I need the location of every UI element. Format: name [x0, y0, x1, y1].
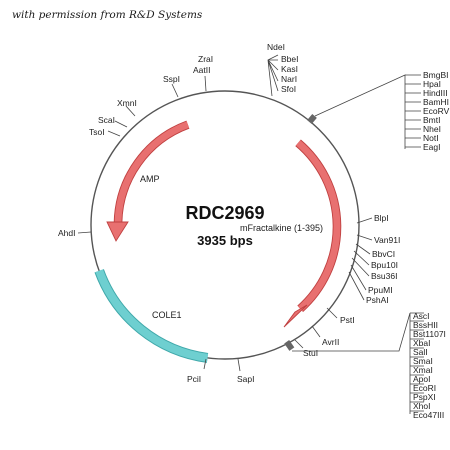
scai-tick [114, 120, 128, 128]
insert-arrowhead [283, 304, 308, 328]
plasmid-size: 3935 bps [197, 233, 253, 248]
site-label-asci: AscI [413, 311, 430, 321]
site-label-bbei: BbeI [281, 54, 299, 64]
xmni-tick [125, 105, 136, 117]
site-label-hindiii: HindIII [423, 88, 448, 98]
site-label-sfoi: SfoI [281, 84, 296, 94]
cole1-label: COLE1 [152, 310, 182, 320]
site-label-eagi: EagI [423, 142, 441, 152]
stui-tick [294, 339, 304, 349]
site-label-psti: PstI [340, 315, 355, 325]
site-label-bmti: BmtI [423, 115, 440, 125]
site-label-bpu10i: Bpu10I [371, 260, 398, 270]
site-label-ahdi: AhdI [58, 228, 76, 238]
mcs1-marker [307, 114, 317, 124]
site-label-scai: ScaI [98, 115, 115, 125]
site-label-xmai: XmaI [413, 365, 433, 375]
insert-feature-arrow-fill [295, 140, 341, 312]
plasmid-backbone [90, 90, 360, 360]
mcs2-marker [284, 340, 295, 351]
site-label-tsoi: TsoI [89, 127, 105, 137]
site-label-pshai: PshAI [366, 295, 389, 305]
site-label-ndei: NdeI [267, 42, 285, 52]
site-label-van91i: Van91I [374, 235, 400, 245]
site-label-bsu36i: Bsu36I [371, 271, 397, 281]
site-label-xbai: XbaI [413, 338, 431, 348]
site-label-bsshii: BssHII [413, 320, 438, 330]
site-label-ppumi: PpuMI [368, 285, 393, 295]
permission-credit: with permission from R&D Systems [12, 9, 203, 21]
insert-label: mFractalkine (1-395) [240, 223, 323, 233]
site-label-pcii: PciI [187, 374, 201, 384]
right-sites-leader [348, 217, 373, 301]
mcs1-leader [314, 74, 421, 149]
pcii-tick [203, 358, 207, 370]
site-label-eco47iii: Eco47III [413, 410, 444, 420]
sspi-tick [171, 83, 179, 98]
site-label-noti: NotI [423, 133, 439, 143]
site-label-xhoi: XhoI [413, 401, 431, 411]
site-label-bst1107i: Bst1107I [413, 329, 446, 339]
psti-tick [326, 307, 338, 319]
plasmid-name: RDC2969 [185, 203, 264, 223]
site-label-bbvci: BbvCI [372, 249, 395, 259]
site-label-blpi: BlpI [374, 213, 389, 223]
site-label-aatii: AatII [193, 65, 210, 75]
site-label-ecori: EcoRI [413, 383, 436, 393]
site-label-nhei: NheI [423, 124, 441, 134]
site-label-sali: SalI [413, 347, 428, 357]
site-label-apoi: ApoI [413, 374, 431, 384]
avrii-tick [311, 325, 321, 338]
site-label-ecorv: EcoRV [423, 106, 450, 116]
site-label-bamhi: BamHI [423, 97, 449, 107]
amp-feature-arrow-fill [114, 121, 190, 224]
site-label-sspi: SspI [163, 74, 180, 84]
site-label-xmni: XmnI [117, 98, 137, 108]
site-label-smai: SmaI [413, 356, 433, 366]
nde-cluster-leader [267, 54, 279, 97]
site-label-bmgbi: BmgBI [423, 70, 449, 80]
mcs2-leader [292, 312, 424, 414]
site-label-hpai: HpaI [423, 79, 441, 89]
ahdi-tick [77, 231, 92, 234]
sapi-tick [237, 358, 241, 372]
amp-arrowhead [106, 221, 129, 242]
cole1-feature-arc-fill [95, 269, 209, 362]
site-label-sapi: SapI [237, 374, 255, 384]
site-label-kasi: KasI [281, 64, 298, 74]
tsoi-tick [107, 130, 121, 137]
site-label-zrai: ZraI [198, 54, 213, 64]
site-label-pspxi: PspXI [413, 392, 436, 402]
site-label-nari: NarI [281, 74, 297, 84]
amp-label: AMP [140, 174, 160, 184]
site-label-stui: StuI [303, 348, 318, 358]
site-label-avrii: AvrII [322, 337, 339, 347]
zrai-tick [204, 75, 207, 92]
